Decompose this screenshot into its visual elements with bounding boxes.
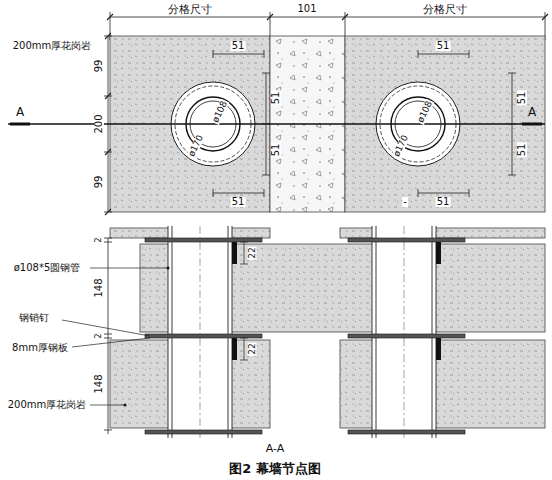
material-label: 200mm厚花岗岩 bbox=[7, 400, 88, 410]
dimension-text: 148 bbox=[94, 277, 104, 298]
part-label: 8mm厚钢板 bbox=[11, 343, 69, 353]
dimension-text: 51 bbox=[231, 197, 246, 207]
part-label: 钢销钉 bbox=[18, 313, 50, 323]
dimension-text: 200 bbox=[94, 113, 104, 134]
figure-caption: 图2 幕墙节点图 bbox=[228, 462, 322, 475]
dimension-text: 51 bbox=[517, 143, 527, 158]
dimension-text: 51 bbox=[231, 41, 246, 51]
dimension-text: 51 bbox=[271, 91, 281, 106]
dimension-text: 51 bbox=[271, 143, 281, 158]
dimension-text: 148 bbox=[94, 373, 104, 394]
dimension-text: 22 bbox=[248, 342, 257, 355]
dimension-text: 51 bbox=[436, 41, 451, 51]
dimension-text: 22 bbox=[248, 246, 257, 259]
part-label: ø108*5圆钢管 bbox=[13, 263, 82, 273]
dimension-text: 51 bbox=[517, 91, 527, 106]
dimension-text: 2 bbox=[95, 236, 103, 243]
stray-mark: - bbox=[402, 197, 408, 207]
dimension-text: 51 bbox=[436, 197, 451, 207]
dimension-text: 99 bbox=[94, 59, 104, 74]
section-view bbox=[62, 226, 545, 438]
dimension-text: 分格尺寸 bbox=[167, 4, 213, 15]
plan-view bbox=[8, 12, 548, 215]
dimension-text: 99 bbox=[94, 175, 104, 190]
material-label: 200mm厚花岗岩 bbox=[12, 41, 93, 51]
dimension-text: 分格尺寸 bbox=[422, 4, 468, 15]
section-mark: A bbox=[527, 106, 537, 118]
view-label: A-A bbox=[265, 443, 286, 454]
section-mark: A bbox=[15, 106, 25, 118]
dimension-text: 101 bbox=[296, 4, 317, 14]
dimension-text: 2 bbox=[95, 332, 103, 339]
